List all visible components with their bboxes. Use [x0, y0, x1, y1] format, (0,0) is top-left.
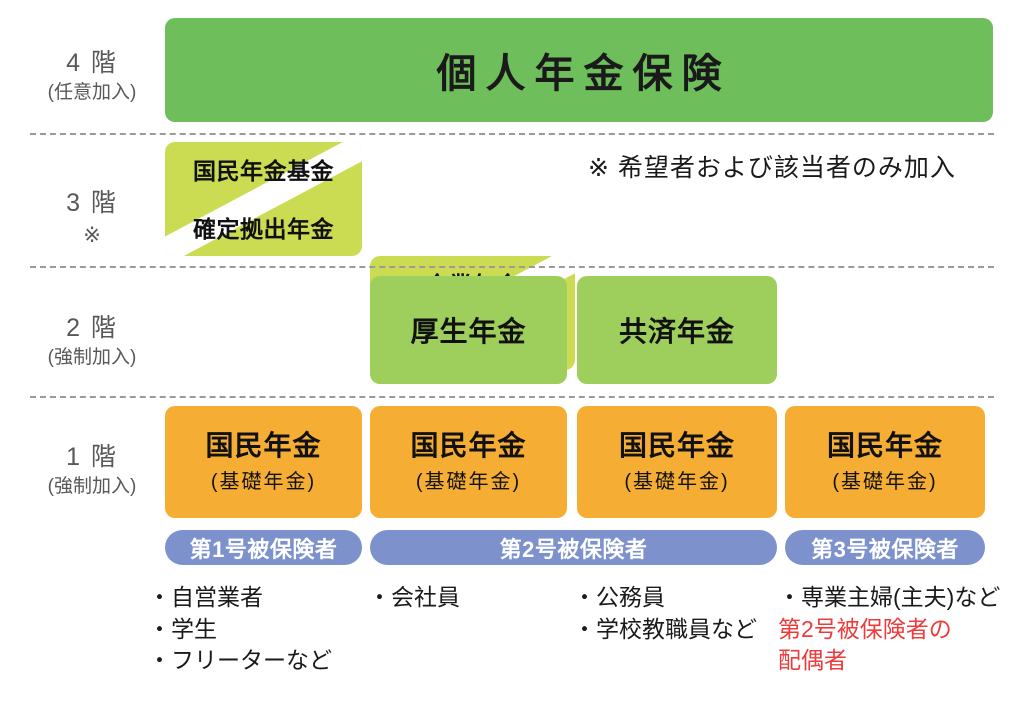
tier-label-2f-main: 2 階 [66, 314, 118, 342]
box-national-pension-2-sub: (基礎年金) [415, 470, 522, 493]
tier3-note: ※ 希望者および該当者のみ加入 [588, 154, 956, 182]
examples-list-4: ・専業主婦(主夫)など 第2号被保険者の 配偶者 [778, 582, 1024, 677]
tier-label-2f-sub: (強制加入) [47, 347, 137, 369]
list-item: ・学校教職員など [573, 615, 757, 642]
badge-insured-category-1-label: 第1号被保険者 [189, 536, 338, 562]
box-national-pension-fund-bottom-label: 確定拠出年金 [193, 216, 334, 242]
box-employees-pension-label: 厚生年金 [410, 316, 527, 347]
badge-insured-category-3: 第3号被保険者 [785, 530, 985, 565]
tier-label-3f: 3 階 ※ [22, 188, 162, 250]
list-item: ・公務員 [573, 584, 665, 610]
examples-list-3: ・公務員 ・学校教職員など [573, 582, 778, 645]
box-personal-pension-insurance: 個人年金保険 [165, 18, 993, 122]
examples-list-2: ・会社員 [368, 582, 568, 614]
box-mutual-aid-pension: 共済年金 [577, 276, 777, 384]
list-item: ・自営業者 [148, 584, 263, 610]
box-national-pension-3: 国民年金 (基礎年金) [577, 406, 777, 518]
divider-4f-3f [30, 133, 994, 135]
list-item: ・会社員 [368, 584, 460, 610]
tier-label-2f: 2 階 (強制加入) [22, 313, 162, 370]
box-national-pension-4-main: 国民年金 [826, 430, 943, 462]
box-personal-pension-insurance-label: 個人年金保険 [436, 52, 731, 96]
list-item: ・学生 [148, 615, 217, 642]
box-national-pension-4: 国民年金 (基礎年金) [785, 406, 985, 518]
box-national-pension-3-sub: (基礎年金) [624, 470, 730, 493]
list-item: ・フリーターなど [148, 647, 332, 674]
tier-label-3f-sub: ※ [83, 224, 101, 248]
box-national-pension-1-sub: (基礎年金) [210, 470, 317, 493]
box-national-pension-3-main: 国民年金 [618, 430, 735, 462]
tier-label-1f: 1 階 (強制加入) [22, 442, 162, 499]
box-national-pension-2: 国民年金 (基礎年金) [370, 406, 567, 518]
badge-insured-category-1: 第1号被保険者 [165, 530, 362, 565]
tier-label-4f: 4 階 (任意加入) [22, 48, 162, 105]
box-national-pension-fund-top-label: 国民年金基金 [193, 158, 334, 184]
list-item: ・専業主婦(主夫)など [778, 584, 1001, 610]
box-national-pension-4-sub: (基礎年金) [832, 470, 938, 493]
badge-insured-category-3-label: 第3号被保険者 [811, 536, 959, 562]
tier-label-4f-sub: (任意加入) [47, 82, 137, 104]
box-national-pension-fund: 国民年金基金 確定拠出年金 [165, 142, 362, 256]
badge-insured-category-2-label: 第2号被保険者 [499, 536, 648, 562]
list-item-highlight: 第2号被保険者の [778, 615, 952, 642]
box-national-pension-1: 国民年金 (基礎年金) [165, 406, 362, 518]
box-mutual-aid-pension-label: 共済年金 [618, 316, 735, 347]
box-national-pension-2-main: 国民年金 [410, 430, 527, 462]
box-national-pension-1-main: 国民年金 [205, 430, 322, 462]
tier-label-4f-main: 4 階 [66, 49, 118, 77]
divider-3f-2f [30, 266, 994, 268]
tier-label-3f-main: 3 階 [66, 189, 118, 217]
divider-2f-1f [30, 396, 994, 398]
badge-insured-category-2: 第2号被保険者 [370, 530, 777, 565]
examples-list-1: ・自営業者 ・学生 ・フリーターなど [148, 582, 363, 677]
list-item-highlight: 配偶者 [778, 647, 847, 674]
tier-label-1f-sub: (強制加入) [47, 476, 137, 498]
tier-label-1f-main: 1 階 [66, 443, 118, 471]
box-employees-pension: 厚生年金 [370, 276, 567, 384]
